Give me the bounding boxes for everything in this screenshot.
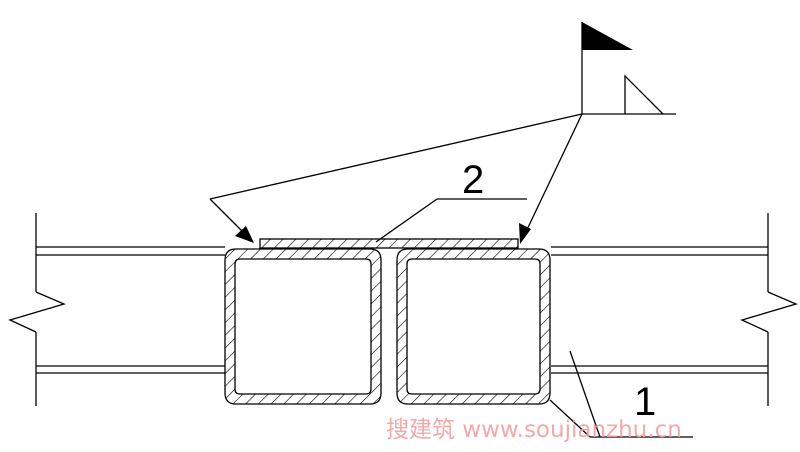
- callout-2-leader: [375, 198, 527, 243]
- right-leader-arrowhead: [519, 223, 531, 244]
- cover-plate: [259, 238, 519, 249]
- callout-1-leader: [549, 350, 693, 438]
- left-break-boundary: [8, 213, 66, 406]
- left-leader-arrowhead: [235, 226, 254, 243]
- watermark-text: 搜建筑 www.soujianzhu.cn: [386, 417, 682, 443]
- left-square-tube: [224, 248, 382, 405]
- right-break-boundary: [740, 213, 798, 406]
- right-square-tube: [396, 248, 551, 405]
- weld-leader-lines: [209, 113, 583, 240]
- callout-label-2: 2: [462, 158, 484, 202]
- weld-symbol-icon: [581, 22, 676, 115]
- member-flange-lines: [36, 246, 768, 374]
- callout-label-1: 1: [634, 380, 656, 424]
